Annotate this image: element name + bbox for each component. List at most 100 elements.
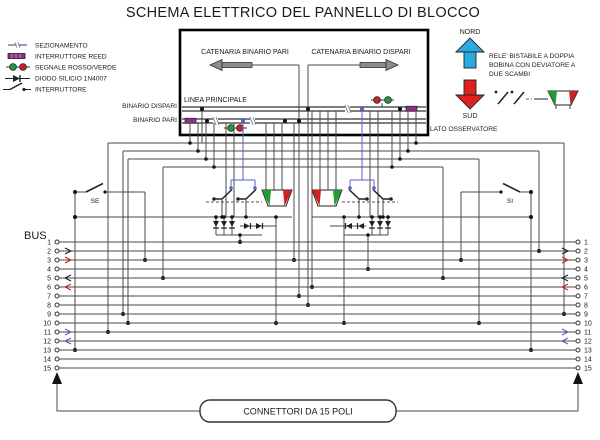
bus-pin-left-1 (54, 239, 60, 245)
relay-legend: RELE' BISTABILE A DOPPIA BOBINA CON DEVI… (489, 53, 579, 109)
bus-arrow-left-6 (560, 283, 569, 291)
bus-number-right-6: 6 (584, 285, 588, 292)
reed-switch-right (405, 105, 418, 112)
bus-number-left-9: 9 (47, 312, 51, 319)
relay-right (311, 188, 398, 236)
relay-left (206, 188, 293, 236)
switch-icon (3, 82, 31, 92)
catenaria-pari-label: CATENARIA BINARIO PARI (201, 49, 289, 56)
bistable-relay-icon (494, 90, 579, 109)
connector-label: CONNETTORI DA 15 POLI (243, 407, 352, 417)
bus-pin-left-3 (54, 257, 60, 263)
bus-arrow-left-5 (63, 274, 72, 282)
switch-se-label: SE (91, 198, 100, 205)
legend-label-sezionamento: SEZIONAMENTO (35, 43, 88, 50)
track-odd-rail (182, 106, 426, 112)
bus-arrow-right-2 (64, 247, 73, 255)
bus-pin-right-8 (575, 302, 581, 308)
bus-number-right-12: 12 (584, 339, 592, 346)
bus-number-right-4: 4 (584, 267, 588, 274)
catenaria-pari-arrow-icon (209, 58, 299, 72)
bus-arrow-right-3 (561, 256, 570, 264)
bus-pin-right-13 (575, 347, 581, 353)
switch-si-label: SI (507, 198, 513, 205)
north-arrow-icon (454, 37, 486, 69)
bus-pin-left-10 (54, 320, 60, 326)
relay-flag-right (311, 189, 343, 207)
legend-label-reed: INTERRUTTORE REED (35, 54, 107, 61)
connector-arrow-right-icon (573, 372, 583, 384)
bus-arrow-left-12 (560, 337, 569, 345)
relay-flag-left (261, 189, 293, 207)
bus-pin-left-2 (54, 248, 60, 254)
legend: SEZIONAMENTO INTERRUTTORE REED SEGNALE R… (3, 42, 117, 94)
bus-number-right-10: 10 (584, 321, 592, 328)
bus-number-right-2: 2 (584, 249, 588, 256)
bus-arrow-left-5 (560, 274, 569, 282)
bus-number-left-10: 10 (43, 321, 51, 328)
south-arrow-icon (454, 79, 486, 110)
bus-number-right-5: 5 (584, 276, 588, 283)
bus-number-right-11: 11 (584, 330, 591, 337)
bus-arrow-right-3 (64, 256, 73, 264)
bus-number-right-3: 3 (584, 258, 588, 265)
bus-pin-right-6 (575, 284, 581, 290)
catenaria-dispari-arrow-icon (308, 58, 399, 72)
binario-pari-label: BINARIO PARI (133, 117, 177, 124)
bus-number-left-11: 11 (44, 330, 51, 337)
bus-number-left-1: 1 (47, 240, 51, 247)
catenaria-dispari-label: CATENARIA BINARIO DISPARI (311, 49, 410, 56)
signal-left (224, 124, 247, 132)
bus-pin-right-1 (575, 239, 581, 245)
bus-number-left-8: 8 (47, 303, 51, 310)
reed-switch-icon (7, 53, 26, 59)
bus-pin-left-11 (54, 329, 60, 335)
bus-number-right-14: 14 (584, 357, 592, 364)
observer-label: LATO OSSERVATORE (430, 126, 498, 133)
bus-pin-left-4 (54, 266, 60, 272)
bus-number-left-15: 15 (43, 366, 51, 373)
bus-number-left-4: 4 (47, 267, 51, 274)
bus-number-right-13: 13 (584, 348, 592, 355)
bus-pin-right-11 (575, 329, 581, 335)
bus-pin-right-2 (575, 248, 581, 254)
track-gap-icons (212, 104, 352, 126)
bus-pin-left-5 (54, 275, 60, 281)
bus-pin-right-14 (575, 356, 581, 362)
sectioning-icon (8, 42, 27, 48)
bus-number-right-7: 7 (584, 294, 588, 301)
bus-pin-left-6 (54, 284, 60, 290)
relay-note-3: DUE SCAMBI (489, 71, 530, 78)
bus-number-left-13: 13 (43, 348, 51, 355)
bus-number-left-14: 14 (43, 357, 51, 364)
bus-number-right-9: 9 (584, 312, 588, 319)
linea-principale-label: LINEA PRINCIPALE (184, 97, 247, 104)
bus-pin-right-12 (575, 338, 581, 344)
bus-number-right-1: 1 (584, 240, 588, 247)
bus-arrow-right-11 (64, 328, 73, 336)
bus-pin-right-7 (575, 293, 581, 299)
bus-pin-left-15 (54, 365, 60, 371)
connector-arrow-left-icon (52, 372, 62, 384)
bus-pin-left-12 (54, 338, 60, 344)
silicon-diode-icon (5, 75, 30, 82)
bus-pin-left-9 (54, 311, 60, 317)
relay-note-2: BOBINA CON DEVIATORE A (489, 62, 576, 69)
bus-pin-right-3 (575, 257, 581, 263)
south-label: SUD (463, 113, 478, 120)
bus-pin-right-9 (575, 311, 581, 317)
bus-number-left-3: 3 (47, 258, 51, 265)
bus-number-left-7: 7 (47, 294, 51, 301)
legend-label-segnale: SEGNALE ROSSO/VERDE (35, 65, 117, 72)
bus-arrow-right-2 (561, 247, 570, 255)
reed-switch-left (184, 117, 197, 124)
binario-dispari-label: BINARIO DISPARI (122, 103, 177, 110)
bus-pin-left-8 (54, 302, 60, 308)
signal-right (371, 96, 394, 107)
bus-pin-right-4 (575, 266, 581, 272)
bus-label: BUS (24, 230, 47, 242)
bus-arrow-right-11 (561, 328, 570, 336)
track-even-rail (182, 118, 426, 124)
